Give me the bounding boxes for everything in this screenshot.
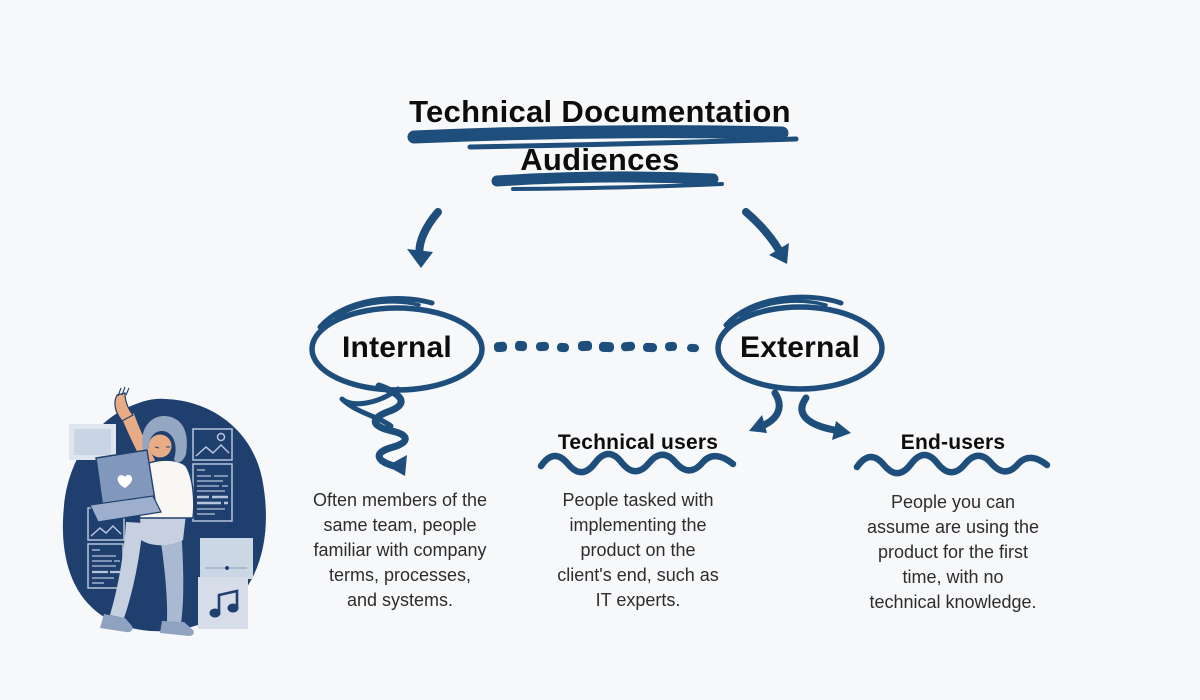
shoe-icon	[160, 621, 194, 636]
page-title-line2: Audiences	[520, 142, 680, 177]
music-note-card	[198, 577, 248, 629]
hair-icon	[142, 415, 187, 463]
wavy-underline-technical-users-icon	[537, 450, 737, 476]
wireframe-image-card	[87, 507, 125, 541]
arrow-down-left-icon	[407, 208, 442, 268]
technical-users-description: People tasked with implementing the prod…	[557, 490, 719, 610]
wireframe-text-card	[87, 543, 124, 589]
squiggle-arrow-down-icon	[371, 382, 409, 476]
shoe-icon	[100, 614, 133, 633]
dotted-connector-icon	[493, 340, 699, 353]
wireframe-text-card	[192, 463, 233, 522]
branch-arrow-right-icon	[798, 394, 851, 440]
end-users-description: People you can assume are using the prod…	[866, 492, 1040, 612]
page-title-line1: Technical Documentation	[409, 94, 791, 129]
arrow-down-right-icon	[742, 208, 789, 264]
monitor-card	[200, 538, 253, 579]
branch-heading-end-users: End-users	[900, 431, 1006, 454]
node-external-label: External	[740, 331, 860, 364]
person	[89, 386, 195, 636]
node-internal-label: Internal	[342, 331, 452, 364]
branch-heading-technical-users: Technical users	[557, 431, 719, 454]
person-with-laptop-illustration	[62, 386, 266, 636]
blob-background	[62, 398, 266, 632]
hand-icon	[114, 392, 134, 422]
wireframe-image-card	[192, 428, 233, 461]
floating-card	[69, 424, 116, 460]
heart-icon	[117, 474, 133, 488]
internal-description: Often members of the same team, people f…	[312, 490, 488, 610]
wavy-underline-end-users-icon	[853, 451, 1051, 477]
branch-arrow-left-icon	[749, 389, 783, 433]
laptop-icon	[89, 449, 162, 523]
